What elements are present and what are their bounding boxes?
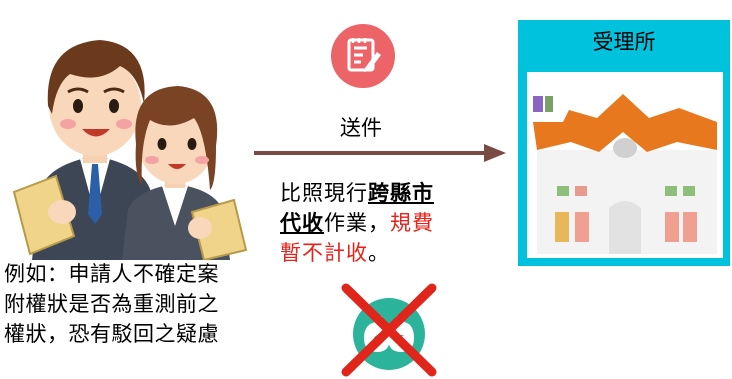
fee-note: 比照現行跨縣市 代收作業，規費 暫不計收。 [280,178,480,268]
note-line-3: 暫不計收。 [280,238,480,268]
applicants-illustration [12,40,248,260]
note-line-2-mid: 作業， [324,211,390,235]
cross-icon [341,283,437,377]
man-figure [12,40,158,260]
note-collection: 代收 [280,211,324,235]
woman-figure [122,86,248,260]
document-edit-icon [331,24,395,88]
note-line-1: 比照現行跨縣市 [280,178,480,208]
note-fee: 規費 [390,211,434,235]
building-icon [533,94,717,254]
note-line-1-prefix: 比照現行 [280,181,368,205]
note-line-3-end: 。 [368,241,390,265]
example-line-2: 附權狀是否為重測前之 [4,292,219,316]
send-label: 送件 [340,116,382,140]
receiving-office-title: 受理所 [592,30,656,54]
receiving-office-image [527,72,723,258]
note-line-2: 代收作業，規費 [280,208,480,238]
example-line-1: 例如：申請人不確定案 [4,262,219,286]
example-text: 例如：申請人不確定案 附權狀是否為重測前之 權狀，恐有駁回之疑慮 [4,259,274,349]
example-line-3: 權狀，恐有駁回之疑慮 [4,322,219,346]
no-fee-icon: $ £ [341,283,437,377]
note-not-charged: 暫不計收 [280,241,368,265]
flow-arrow [254,144,506,162]
note-cross-county: 跨縣市 [368,181,434,205]
